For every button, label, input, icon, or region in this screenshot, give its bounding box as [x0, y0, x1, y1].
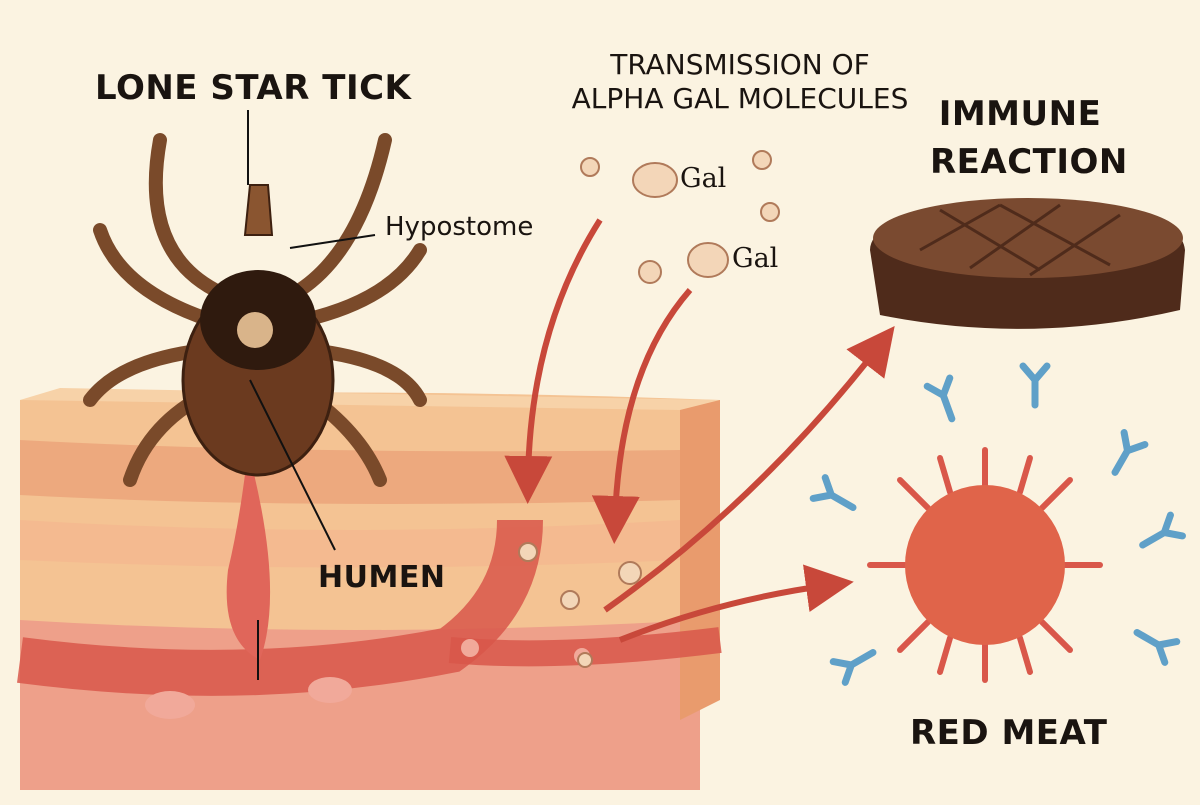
immune-reaction-line2: REACTION — [930, 142, 1128, 182]
immune-reaction-title: IMMUNE REACTION — [930, 90, 1128, 186]
tick — [83, 133, 427, 487]
gal-label-2: Gal — [732, 243, 779, 274]
immune-reaction-line1: IMMUNE — [938, 94, 1102, 134]
hypostome-label: Hypostome — [385, 212, 534, 242]
gal-label-1: Gal — [680, 163, 727, 194]
blood-vessel — [17, 519, 722, 719]
transmission-title: TRANSMISSION OF ALPHA GAL MOLECULES — [540, 48, 940, 116]
transmission-title-line1: TRANSMISSION OF — [610, 48, 870, 81]
alpha-gal-molecules — [518, 150, 780, 668]
red-meat-label: RED MEAT — [910, 713, 1108, 753]
antibodies — [809, 362, 1186, 686]
transmission-arrows — [504, 218, 895, 643]
transmission-title-line2: ALPHA GAL MOLECULES — [571, 82, 909, 115]
red-meat-steak-icon — [870, 198, 1185, 329]
lone-star-tick-title: LONE STAR TICK — [95, 68, 412, 108]
humen-label: HUMEN — [318, 560, 446, 595]
leader-lines — [247, 110, 376, 680]
immune-cell — [867, 447, 1103, 683]
hair-follicle — [226, 450, 271, 660]
